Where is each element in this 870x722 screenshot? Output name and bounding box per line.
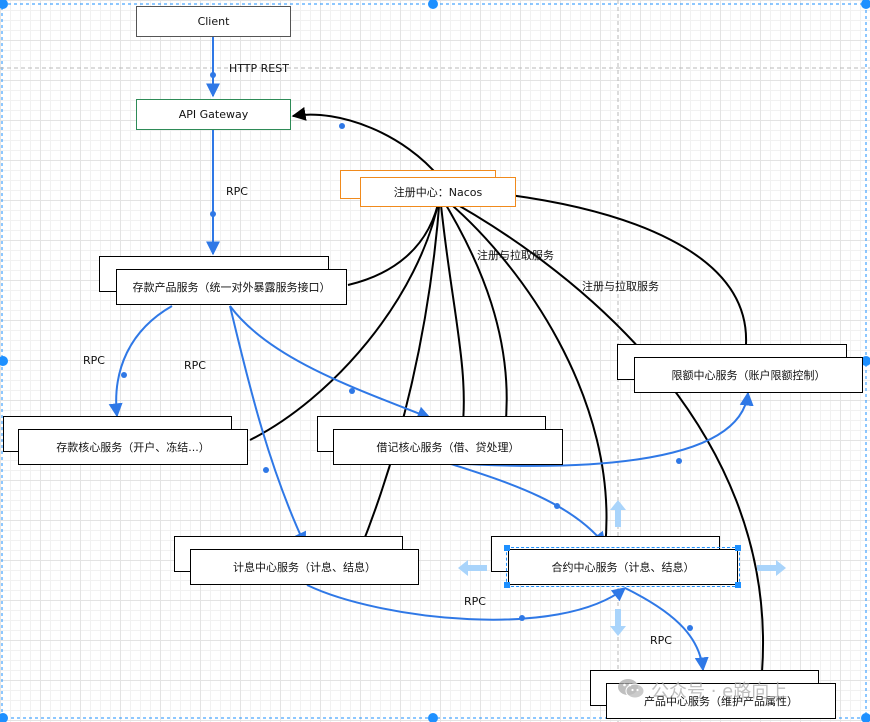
move-arrow-up-icon[interactable] [610, 500, 626, 527]
edge-midpoint-dot [121, 372, 127, 378]
label-register-pull-2: 注册与拉取服务 [582, 280, 659, 293]
label-rpc-gateway: RPC [226, 185, 248, 198]
edge-interest-contract[interactable] [306, 584, 627, 621]
edge-midpoint-dot [210, 72, 216, 78]
contract-node[interactable]: 合约中心服务（计息、结息） [506, 547, 740, 587]
client-node[interactable]: Client [136, 6, 291, 37]
selection-handle[interactable] [504, 582, 510, 588]
edge-deposit-product-loan-core[interactable] [229, 305, 432, 420]
page-handle[interactable] [0, 0, 8, 9]
interest-node[interactable]: 计息中心服务（计息、结息） [190, 549, 419, 585]
label-rpc-left: RPC [83, 354, 105, 367]
label-http-rest: HTTP REST [229, 62, 289, 75]
quota-label: 限额中心服务（账户限额控制） [671, 369, 826, 382]
selection-handle[interactable] [735, 545, 741, 551]
label-rpc-product: RPC [650, 634, 672, 647]
loan-core-node[interactable]: 借记核心服务（借、贷处理） [333, 429, 563, 465]
label-register-pull-1: 注册与拉取服务 [477, 249, 554, 262]
label-rpc-mid: RPC [184, 359, 206, 372]
page-handle[interactable] [861, 356, 870, 366]
move-arrow-left-icon[interactable] [458, 560, 487, 576]
edge-midpoint-dot [263, 467, 269, 473]
label-rpc-bottom: RPC [464, 595, 486, 608]
selection-handle[interactable] [735, 582, 741, 588]
edge-deposit-product-interest[interactable] [229, 305, 307, 547]
quota-node[interactable]: 限额中心服务（账户限额控制） [634, 357, 863, 393]
edge-midpoint-dot [349, 388, 355, 394]
edge-nacos-quota[interactable] [509, 194, 748, 345]
edge-midpoint-dot [676, 458, 682, 464]
wechat-icon [618, 679, 645, 699]
move-arrow-right-icon[interactable] [757, 560, 786, 576]
page-handle[interactable] [861, 713, 870, 722]
edge-deposit-product-deposit-core[interactable] [108, 305, 173, 418]
edge-nacos-interest[interactable] [359, 194, 441, 551]
page-handle[interactable] [428, 713, 438, 722]
page-handle[interactable] [428, 0, 438, 9]
edge-midpoint-dot [554, 503, 560, 509]
edge-midpoint-dot [339, 123, 345, 129]
page-handle[interactable] [0, 713, 8, 722]
page-handle[interactable] [861, 0, 870, 9]
move-arrow-down-icon[interactable] [610, 609, 626, 636]
edge-nacos-loan-core-b[interactable] [439, 194, 508, 431]
edge-nacos-gateway[interactable] [291, 106, 441, 179]
edge-loan-core-quota[interactable] [447, 391, 754, 467]
client-label: Client [197, 15, 230, 28]
watermark: 公众号 · e路向上 [617, 677, 787, 703]
deposit-product-label: 存款产品服务（统一对外暴露服务接口） [132, 281, 331, 294]
nacos-label: 注册中心：Nacos [393, 186, 483, 199]
edge-midpoint-dot [687, 625, 693, 631]
interest-label: 计息中心服务（计息、结息） [233, 561, 376, 574]
edge-loan-core-contract[interactable] [447, 462, 606, 547]
nacos-node[interactable]: 注册中心：Nacos [360, 177, 516, 207]
edge-nacos-loan-core[interactable] [439, 194, 465, 433]
contract-label: 合约中心服务（计息、结息） [551, 561, 695, 574]
loan-core-label: 借记核心服务（借、贷处理） [376, 441, 520, 454]
edge-midpoint-dot [519, 615, 525, 621]
edge-nacos-deposit-core[interactable] [249, 194, 441, 441]
edge-nacos-contract[interactable] [439, 194, 608, 549]
api-gateway-label: API Gateway [178, 108, 249, 121]
edge-midpoint-dot [210, 211, 216, 217]
deposit-product-node[interactable]: 存款产品服务（统一对外暴露服务接口） [116, 269, 347, 305]
edge-contract-product-center[interactable] [624, 587, 709, 672]
selection-handle[interactable] [504, 545, 510, 551]
deposit-core-label: 存款核心服务（开户、冻结...） [56, 441, 210, 454]
deposit-core-node[interactable]: 存款核心服务（开户、冻结...） [18, 429, 248, 465]
page-handle[interactable] [0, 356, 8, 366]
api-gateway-node[interactable]: API Gateway [136, 99, 291, 130]
watermark-text: 公众号 · e路向上 [651, 681, 788, 702]
selection-move-arrows[interactable] [458, 500, 786, 636]
product-center-node[interactable]: 产品中心服务（维护产品属性） [606, 683, 836, 719]
product-center-label: 产品中心服务（维护产品属性） [644, 695, 798, 708]
